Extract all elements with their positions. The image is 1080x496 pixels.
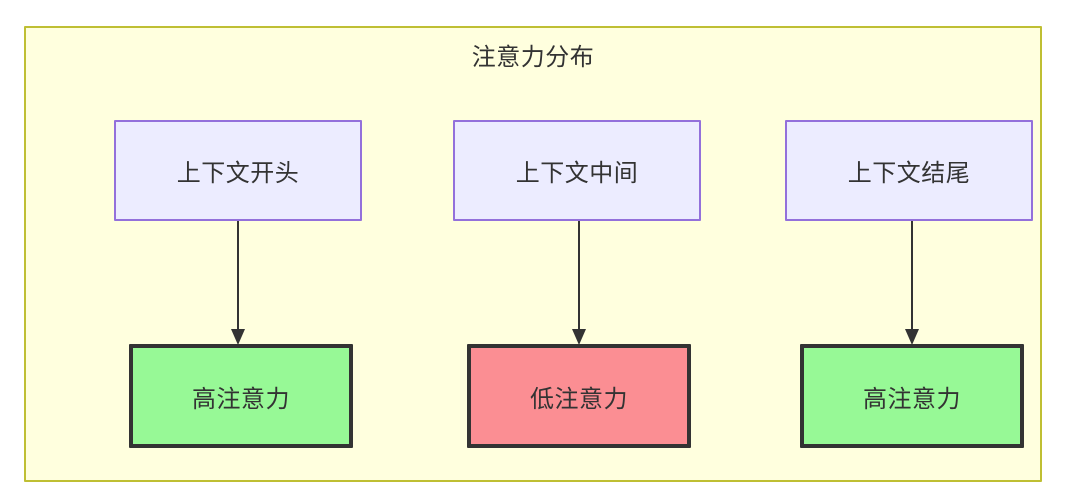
attention-distribution-container: 注意力分布 上下文开头 上下文中间 上下文结尾 高注意力 低注 xyxy=(24,26,1042,482)
node-context-start[interactable]: 上下文开头 xyxy=(114,120,362,221)
node-high-attention-end[interactable]: 高注意力 xyxy=(800,344,1024,448)
node-context-middle[interactable]: 上下文中间 xyxy=(453,120,701,221)
edge-context-end-to-high-attention xyxy=(904,221,920,345)
edge-context-middle-to-low-attention xyxy=(571,221,587,345)
diagram-title: 注意力分布 xyxy=(471,43,595,71)
node-low-attention-middle[interactable]: 低注意力 xyxy=(467,344,691,448)
edge-context-start-to-high-attention xyxy=(230,221,246,345)
node-high-attention-start[interactable]: 高注意力 xyxy=(129,344,353,448)
node-context-end[interactable]: 上下文结尾 xyxy=(785,120,1033,221)
